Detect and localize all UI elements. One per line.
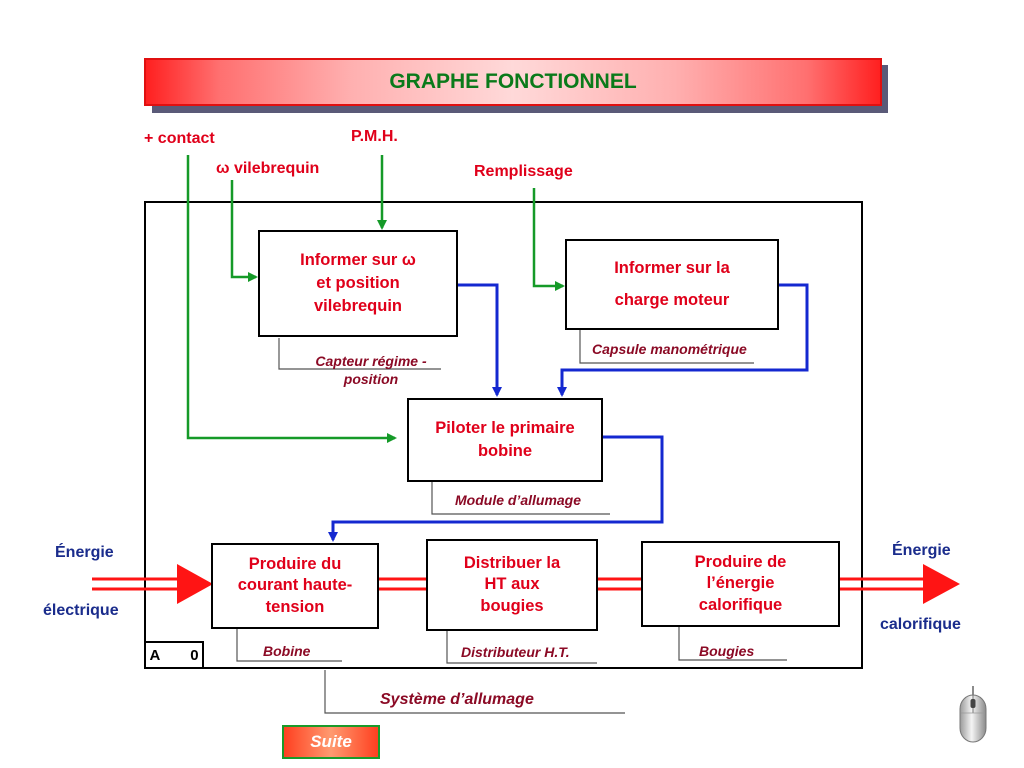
mouse-icon [959,686,987,743]
support-line-distributeur [446,631,597,664]
suite-button[interactable]: Suite [282,725,380,759]
support-line-capteur [278,338,441,370]
node-id-box: A 0 [144,641,204,669]
wire-charge-to-piloter [557,283,809,397]
support-systeme: Système d’allumage [380,691,534,708]
system-frame [144,201,863,669]
energy-in-label-1: Énergie [55,544,114,561]
function-piloter-primaire: Piloter le primaire bobine [407,398,603,482]
function-distribuer-ht: Distribuer la HT aux bougies [426,539,598,631]
function-produire-ht: Produire du courant haute- tension [211,543,379,629]
function-produire-energie: Produire de l’énergie calorifique [641,541,840,627]
support-line-capsule [579,330,754,364]
support-bougies: Bougies [699,643,755,659]
energy-in-label-2: électrique [43,602,119,619]
page-title-text: GRAPHE FONCTIONNEL [389,70,637,93]
energy-out-arrowhead [923,564,960,604]
energy-out-label-1: Énergie [892,542,951,559]
input-pmh-label: P.M.H. [351,128,398,145]
wire-omega-to-piloter [457,283,502,397]
wire-piloter-to-produire [328,435,664,542]
function-informer-charge: Informer sur la charge moteur [565,239,779,330]
support-line-bobine [236,629,342,662]
support-line-bougies [678,627,787,661]
input-contact-label: + contact [144,130,215,147]
function-informer-omega: Informer sur ω et position vilebrequin [258,230,458,337]
support-distributeur: Distributeur H.T. [461,644,570,660]
page-title: GRAPHE FONCTIONNEL [144,58,882,106]
node-id-text: A 0 [149,646,199,664]
wire-contact [186,155,397,443]
support-bobine: Bobine [263,643,311,659]
wire-omega [230,180,258,282]
support-capsule: Capsule manométrique [592,341,747,357]
support-line-systeme [324,670,625,714]
support-capteur: Capteur régime - position [315,353,427,388]
input-omega-label: ω vilebrequin [216,160,320,177]
wire-remplissage [532,188,565,291]
energy-in-arrowhead [177,564,213,604]
input-remplissage-label: Remplissage [474,163,573,180]
support-module: Module d’allumage [455,492,582,508]
support-line-module [431,482,610,515]
suite-button-label: Suite [310,732,352,751]
energy-out-label-2: calorifique [880,616,961,633]
